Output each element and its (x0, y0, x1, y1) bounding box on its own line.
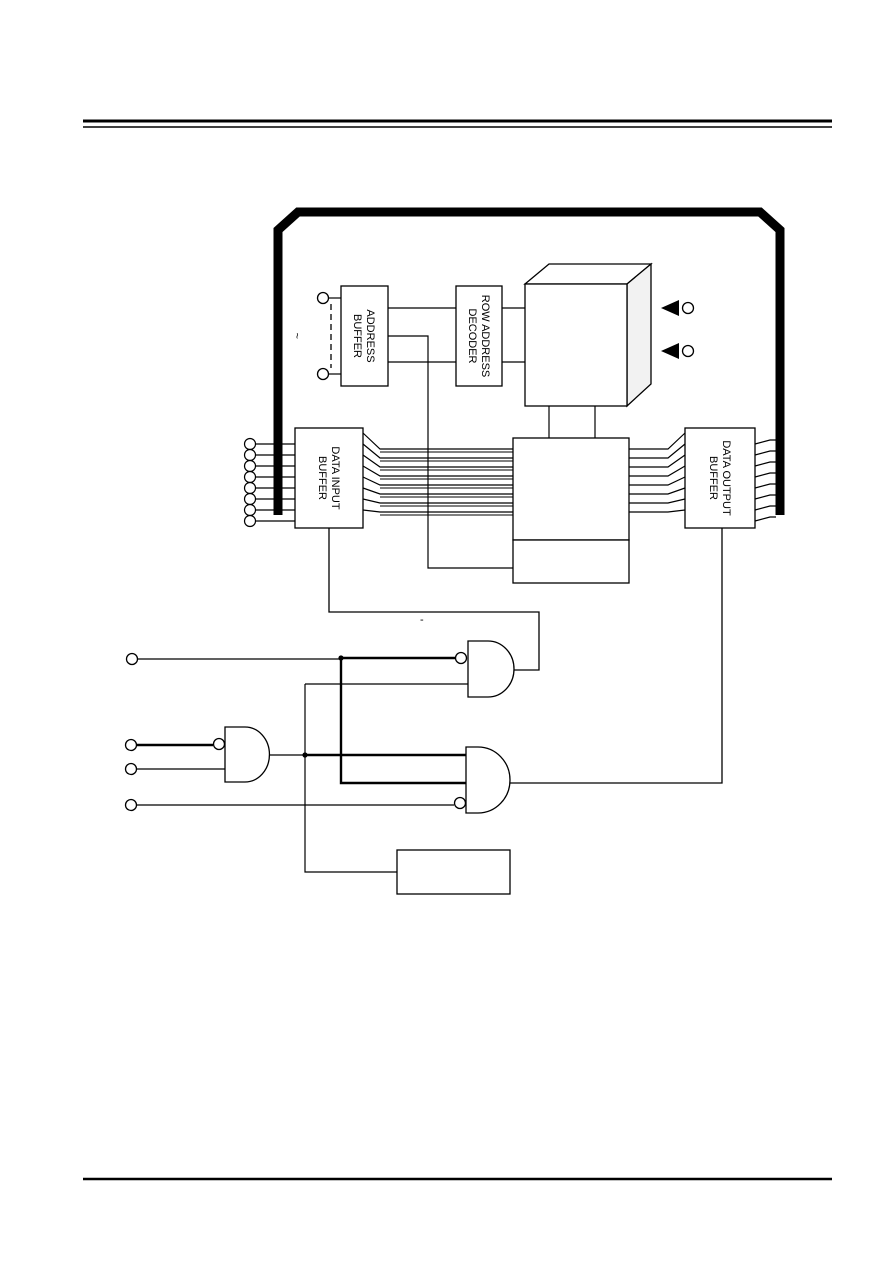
control-pin-2 (124, 738, 138, 752)
arrow-icon (661, 300, 679, 316)
address-buffer-label-2: BUFFER (351, 314, 363, 358)
power-pin-2 (681, 344, 695, 358)
control-wiring (137, 656, 468, 873)
read-gate (453, 746, 511, 814)
data-output-buffer-block: DATA OUTPUT BUFFER (684, 427, 756, 529)
input-data-lines-shadow (380, 451, 513, 516)
control-pin-4 (124, 798, 138, 812)
arrow-icon (661, 343, 679, 359)
row-decoder-label-2: DECODER (466, 308, 478, 363)
data-input-buffer-block: DATA INPUT BUFFER (294, 427, 364, 529)
internal-bus (273, 207, 785, 515)
output-data-lines (629, 432, 686, 513)
address-pin-top (316, 291, 330, 305)
data-output-buffer-label-2: BUFFER (707, 456, 719, 500)
decoder-to-array-lines (502, 307, 525, 363)
output-bus-stubs (754, 439, 776, 522)
input-data-lines (362, 432, 513, 513)
power-pin-1 (681, 301, 695, 315)
junction-dot (338, 655, 344, 661)
chip-enable-gate (212, 726, 271, 783)
control-pins (124, 652, 139, 812)
address-buffer-block: ADDRESS BUFFER (340, 285, 389, 387)
tick-mark: - (420, 614, 424, 626)
row-decoder-block: ROW ADDRESS DECODER (455, 285, 503, 387)
output-enable-line (510, 528, 723, 784)
tilde-mark: ~ (292, 333, 304, 339)
address-pin-bottom (316, 367, 330, 381)
data-output-buffer-label-1: DATA OUTPUT (720, 440, 732, 516)
control-pin-3 (124, 762, 138, 776)
array-to-io-lines (548, 406, 596, 438)
input-enable-line (328, 528, 540, 671)
address-pins: ~ (292, 291, 341, 381)
junction-dot (302, 752, 308, 758)
memory-array-block (523, 262, 653, 408)
write-gate (454, 640, 515, 698)
header-rule (83, 119, 832, 128)
data-input-buffer-label-1: DATA INPUT (329, 446, 341, 509)
row-decoder-label-1: ROW ADDRESS (479, 295, 491, 378)
control-pin-1 (125, 652, 139, 666)
data-input-pins (243, 437, 295, 528)
column-decoder-block (512, 539, 630, 584)
address-buffer-label-1: ADDRESS (364, 309, 376, 362)
standby-control-block (396, 849, 511, 895)
power-pins (661, 300, 695, 359)
io-gate-block (512, 437, 630, 541)
data-input-buffer-label-2: BUFFER (316, 456, 328, 500)
